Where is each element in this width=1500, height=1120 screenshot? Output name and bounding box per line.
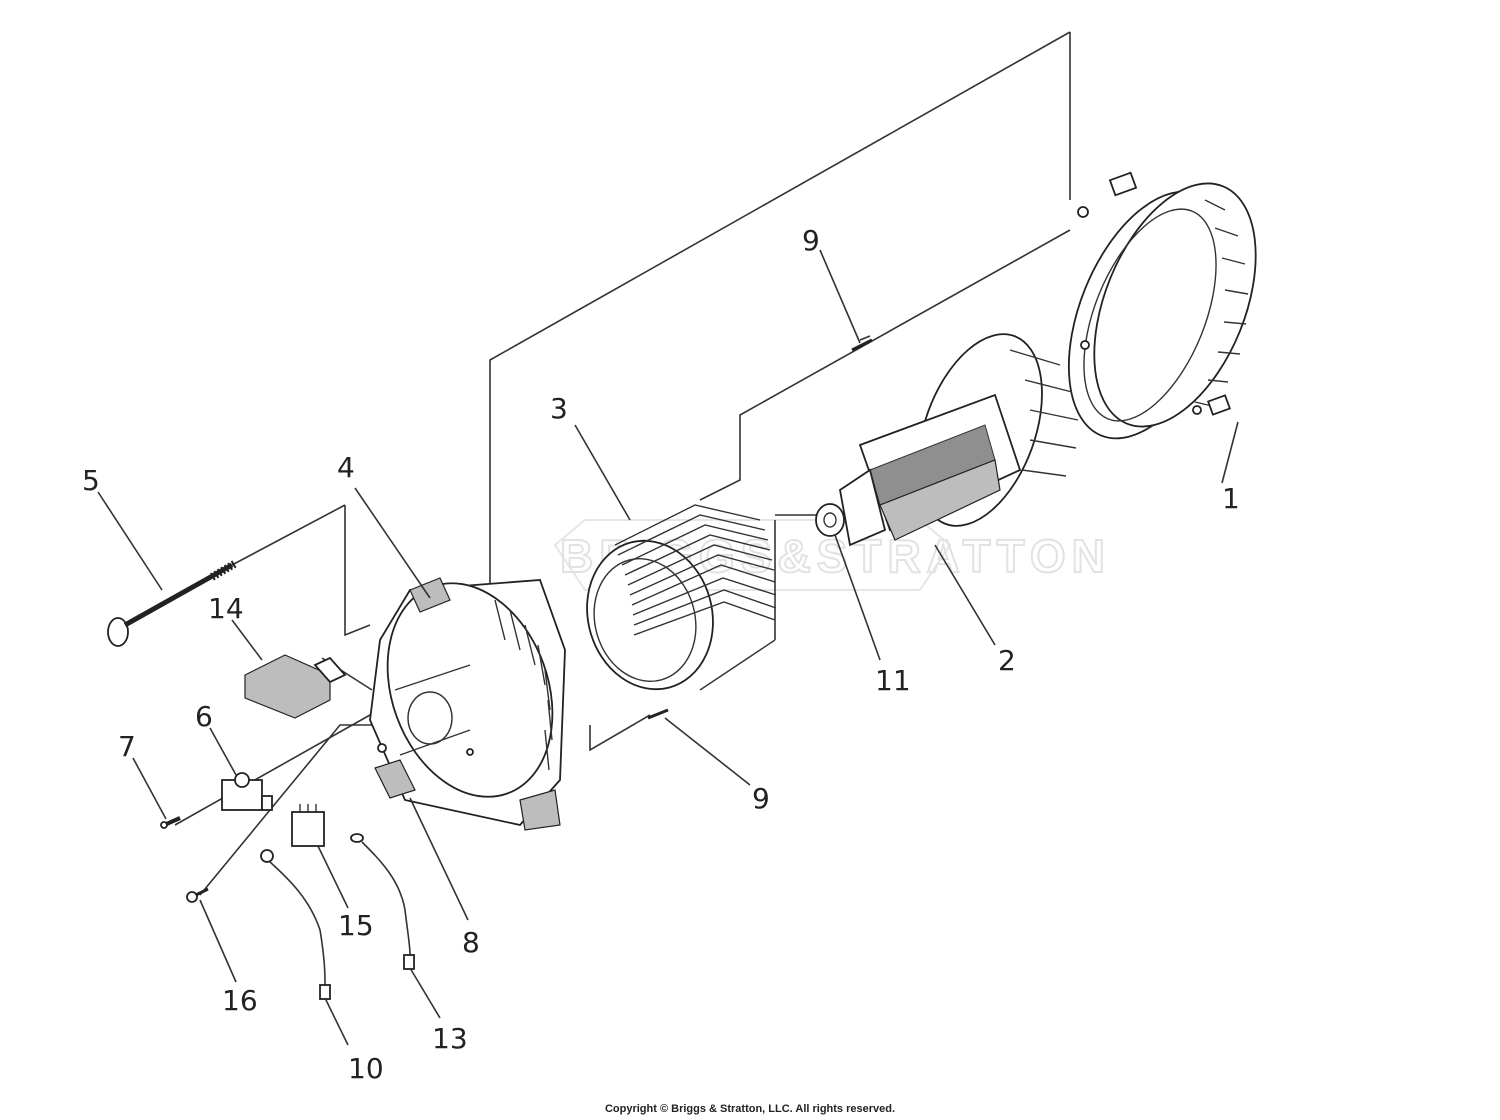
part-bracket [374, 759, 416, 799]
part-rotor [815, 333, 1079, 547]
part-wire-lead-a [260, 849, 331, 1000]
callout-2: 2 [998, 644, 1016, 677]
callout-13: 13 [432, 1022, 468, 1055]
part-pad [244, 654, 347, 719]
callout-leaders [97, 249, 1239, 1046]
part-through-bolt [107, 559, 239, 647]
part-rear-housing [1067, 171, 1257, 440]
callout-15: 15 [338, 909, 374, 942]
callout-1: 1 [1222, 482, 1240, 515]
callout-5: 5 [82, 464, 100, 497]
callout-labels: 1 2 3 4 5 6 7 8 9 9 10 11 13 14 15 16 [82, 224, 1240, 1085]
callout-16: 16 [222, 984, 258, 1017]
callout-3: 3 [550, 392, 568, 425]
copyright-notice: Copyright © Briggs & Stratton, LLC. All … [605, 1103, 895, 1115]
part-stator [586, 504, 777, 691]
callout-4: 4 [337, 451, 355, 484]
callout-9-bottom: 9 [752, 782, 770, 815]
callout-11: 11 [875, 664, 911, 697]
callout-8: 8 [462, 926, 480, 959]
callout-10: 10 [348, 1052, 384, 1085]
part-pins [647, 338, 873, 720]
part-wire-lead-b [350, 833, 415, 970]
part-brush-holder [221, 772, 273, 811]
part-screw [160, 816, 181, 829]
callout-6: 6 [195, 700, 213, 733]
callout-14: 14 [208, 592, 244, 625]
part-terminal-block [291, 804, 325, 847]
callout-9-top: 9 [802, 224, 820, 257]
part-bolt [186, 887, 209, 903]
part-front-housing [369, 577, 566, 831]
callout-7: 7 [118, 730, 136, 763]
